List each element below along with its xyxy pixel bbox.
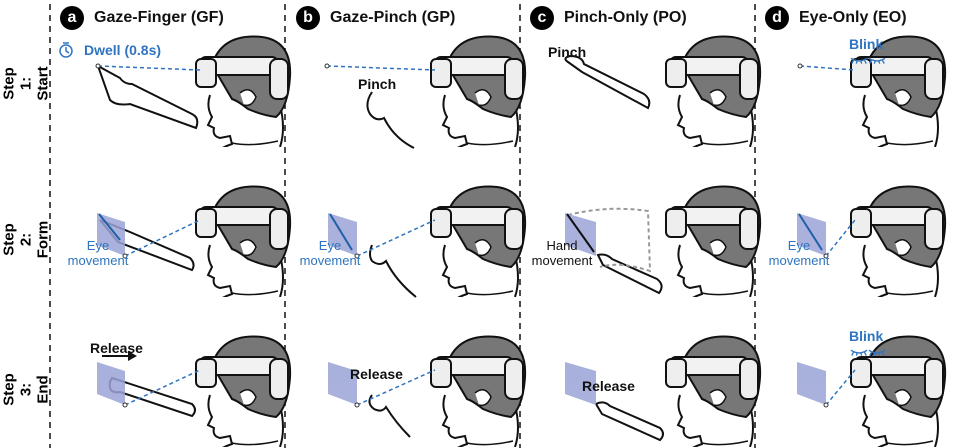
badge-d: d — [765, 6, 789, 30]
arms — [96, 54, 664, 442]
drag-arrows — [98, 213, 823, 361]
row-line2: Form — [34, 220, 52, 259]
label-line: Eye — [318, 238, 342, 253]
row-line1: Step 3: — [0, 373, 35, 406]
column-title-gf: a Gaze-Finger (GF) — [60, 6, 224, 30]
dwell-label: Dwell (0.8s) — [84, 42, 162, 58]
title-text: Pinch-Only (PO) — [564, 9, 687, 26]
label-line: movement — [299, 253, 361, 268]
gaze-points — [95, 63, 829, 408]
badge-c: c — [530, 6, 554, 30]
badge-b: b — [296, 6, 320, 30]
title-text: Eye-Only (EO) — [799, 9, 907, 26]
row-label-step2: Step 2:Form — [1, 220, 52, 260]
row-line2: End — [34, 375, 52, 404]
column-title-po: c Pinch-Only (PO) — [530, 6, 687, 30]
title-text: Gaze-Pinch (GP) — [330, 9, 456, 26]
label-line: Eye — [86, 238, 110, 253]
label-line: Hand — [546, 238, 578, 253]
row-line2: Start — [34, 66, 52, 101]
label-line: Eye — [787, 238, 811, 253]
row-label-step3: Step 3:End — [1, 370, 52, 410]
label-line: movement — [531, 253, 593, 268]
row-line1: Step 2: — [0, 223, 35, 256]
label-line: movement — [67, 253, 129, 268]
badge-a: a — [60, 6, 84, 30]
release-label-gf: Release — [90, 340, 143, 356]
gaze-lines — [97, 65, 856, 406]
row-line1: Step 1: — [0, 67, 35, 100]
pinch-label-gp: Pinch — [358, 76, 397, 92]
row-label-step1: Step 1:Start — [1, 64, 52, 104]
column-title-eo: d Eye-Only (EO) — [765, 6, 907, 30]
pinch-label-po: Pinch — [548, 44, 587, 60]
release-label-gp: Release — [350, 366, 403, 382]
release-label-po: Release — [582, 378, 635, 394]
blink-label-end: Blink — [849, 328, 884, 344]
title-text: Gaze-Finger (GF) — [94, 9, 224, 26]
label-line: movement — [768, 253, 830, 268]
column-title-gp: b Gaze-Pinch (GP) — [296, 6, 455, 30]
blink-label-start: Blink — [849, 36, 884, 52]
stopwatch-icon — [59, 42, 73, 58]
